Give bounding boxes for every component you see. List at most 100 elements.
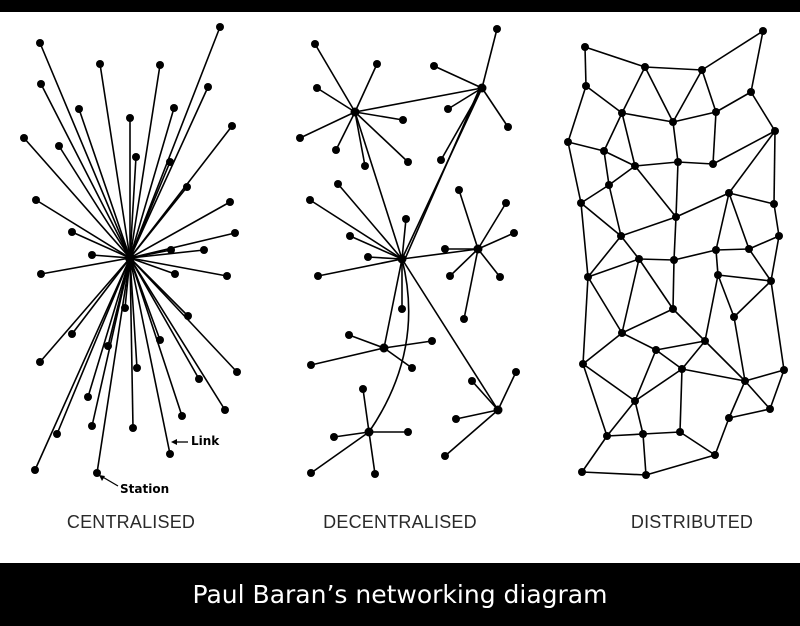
- link-line: [447, 87, 483, 110]
- centralised-network: [20, 23, 241, 477]
- station-node: [166, 158, 174, 166]
- link-line: [71, 257, 131, 335]
- link-line: [449, 248, 479, 277]
- station-node: [711, 451, 719, 459]
- station-node: [669, 305, 677, 313]
- link-line: [712, 111, 717, 165]
- link-line: [584, 46, 587, 87]
- link-line: [728, 130, 776, 194]
- link-line: [87, 257, 131, 398]
- link-line: [481, 87, 509, 128]
- station-node: [36, 358, 44, 366]
- link-line: [477, 202, 507, 250]
- station-node: [133, 364, 141, 372]
- station-node: [670, 256, 678, 264]
- link-line: [354, 111, 366, 167]
- link-line: [58, 145, 131, 259]
- station-node: [195, 375, 203, 383]
- link-line: [129, 86, 209, 259]
- station-node: [156, 61, 164, 69]
- link-line: [714, 417, 730, 456]
- link-line: [587, 258, 640, 278]
- link-line: [672, 121, 679, 163]
- station-node: [582, 82, 590, 90]
- station-node: [132, 153, 140, 161]
- link-line: [91, 254, 131, 259]
- link-line: [39, 257, 131, 363]
- station-node: [635, 255, 643, 263]
- station-node: [88, 251, 96, 259]
- link-line: [317, 258, 403, 277]
- station-node: [125, 253, 135, 263]
- link-line: [129, 161, 171, 259]
- station-node: [37, 80, 45, 88]
- link-line: [39, 42, 131, 259]
- station-node: [730, 313, 738, 321]
- link-line: [642, 433, 647, 476]
- station-node: [408, 364, 416, 372]
- link-line: [23, 137, 131, 259]
- station-node: [345, 331, 353, 339]
- link-line: [634, 368, 683, 402]
- link-line: [40, 257, 131, 275]
- link-line: [567, 141, 582, 204]
- link-line: [655, 340, 706, 351]
- link-annotation: Link: [191, 434, 220, 448]
- link-line: [621, 258, 640, 334]
- link-line: [675, 192, 730, 218]
- station-node: [771, 127, 779, 135]
- station-node: [641, 63, 649, 71]
- link-line: [621, 308, 674, 334]
- station-node: [473, 244, 483, 254]
- station-node: [493, 405, 503, 415]
- link-line: [704, 274, 719, 342]
- link-line: [96, 257, 131, 474]
- station-node: [428, 337, 436, 345]
- station-node: [455, 186, 463, 194]
- link-line: [129, 257, 200, 380]
- decentralised-label: DECENTRALISED: [323, 512, 477, 532]
- station-node: [502, 199, 510, 207]
- link-line: [681, 368, 746, 382]
- station-node: [669, 118, 677, 126]
- link-line: [675, 161, 679, 218]
- station-node: [678, 365, 686, 373]
- station-node: [233, 368, 241, 376]
- link-line: [56, 257, 131, 435]
- link-line: [587, 276, 623, 334]
- station-node: [399, 116, 407, 124]
- link-line: [310, 431, 370, 474]
- link-line: [582, 276, 589, 365]
- link-line: [354, 111, 403, 260]
- link-line: [34, 257, 131, 471]
- station-node: [332, 146, 340, 154]
- link-line: [129, 26, 221, 259]
- caption-title: Paul Baran’s networking diagram: [192, 580, 608, 609]
- link-line: [733, 316, 746, 382]
- station-node: [712, 246, 720, 254]
- station-node: [68, 228, 76, 236]
- station-node: [600, 147, 608, 155]
- link-line: [354, 111, 404, 121]
- station-node: [296, 134, 304, 142]
- link-line: [582, 363, 608, 437]
- station-node: [564, 138, 572, 146]
- link-line: [401, 248, 479, 260]
- top-bar: [0, 0, 800, 12]
- link-line: [744, 380, 771, 410]
- station-node: [200, 246, 208, 254]
- link-line: [585, 85, 623, 114]
- station-node: [618, 329, 626, 337]
- station-node: [701, 337, 709, 345]
- link-line: [383, 340, 433, 349]
- link-line: [728, 408, 771, 419]
- station-node: [359, 385, 367, 393]
- station-node: [642, 471, 650, 479]
- caption-bar: Paul Baran’s networking diagram: [0, 563, 800, 626]
- station-node: [714, 271, 722, 279]
- link-line: [354, 63, 378, 113]
- link-line: [455, 409, 499, 420]
- station-node: [346, 232, 354, 240]
- link-line: [715, 249, 719, 276]
- station-node: [437, 156, 445, 164]
